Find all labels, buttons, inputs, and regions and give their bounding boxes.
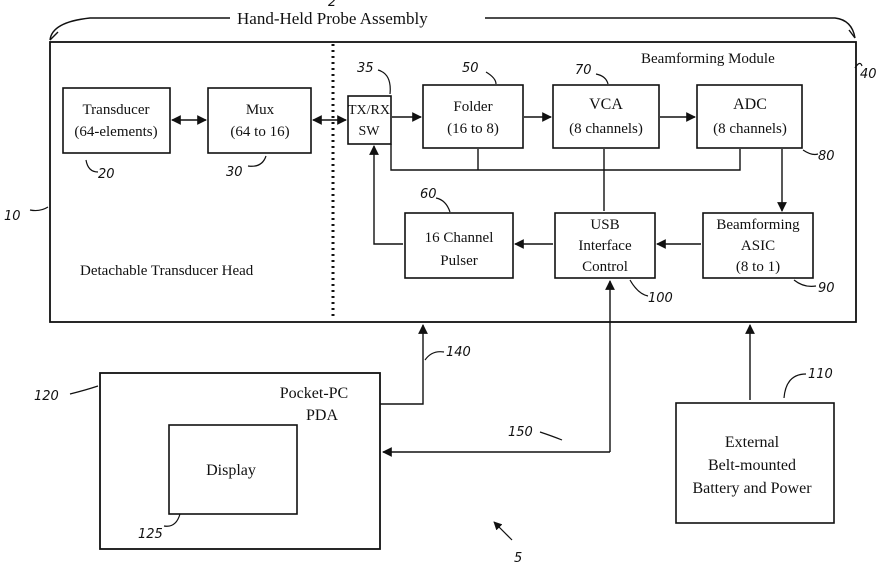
display-line1: Display xyxy=(206,462,256,479)
probe-assembly-frame xyxy=(50,42,856,322)
vca-line2: (8 channels) xyxy=(569,121,643,137)
vca-line1: VCA xyxy=(589,96,623,113)
mux-line2: (64 to 16) xyxy=(230,124,289,140)
adc-line2: (8 channels) xyxy=(713,121,787,137)
folder-line2: (16 to 8) xyxy=(447,121,499,137)
transducer-block: Transducer (64-elements) xyxy=(63,88,170,153)
vca-block: VCA (8 channels) xyxy=(553,85,659,148)
pda-probe-link xyxy=(380,325,423,404)
pulser-block: 16 Channel Pulser xyxy=(405,213,513,278)
folder-block: Folder (16 to 8) xyxy=(423,85,523,148)
mux-line1: Mux xyxy=(246,102,275,118)
ref-80: 80 xyxy=(818,149,835,164)
pulser-txrx-link xyxy=(374,146,403,244)
beamforming-asic-block: Beamforming ASIC (8 to 1) xyxy=(703,213,813,278)
ref-20: 20 xyxy=(98,167,115,182)
ref-140: 140 xyxy=(446,345,471,360)
ref-70: 70 xyxy=(575,63,592,78)
module-caption: Beamforming Module xyxy=(641,51,775,67)
pda-line2: PDA xyxy=(306,407,338,424)
ref-40: 40 xyxy=(860,67,877,82)
battery-line2: Belt-mounted xyxy=(708,457,796,474)
display-block: Display xyxy=(169,425,297,514)
ref-30: 30 xyxy=(226,165,243,180)
asic-line3: (8 to 1) xyxy=(736,259,780,275)
pulser-line2: Pulser xyxy=(440,253,478,269)
txrx-line2: SW xyxy=(359,124,381,139)
assembly-bracket xyxy=(50,18,855,40)
transducer-line1: Transducer xyxy=(83,102,150,118)
asic-line2: ASIC xyxy=(741,238,775,254)
usb-line3: Control xyxy=(582,259,628,275)
ref-50: 50 xyxy=(462,61,479,76)
pda-line1: Pocket-PC xyxy=(280,385,348,402)
ref-150: 150 xyxy=(508,425,533,440)
usb-line2: Interface xyxy=(578,238,632,254)
ref-90: 90 xyxy=(818,281,835,296)
ref-35: 35 xyxy=(357,61,374,76)
folder-line1: Folder xyxy=(453,99,492,115)
assembly-number: 2 xyxy=(328,0,336,10)
asic-line1: Beamforming xyxy=(716,217,800,233)
txrx-line1: TX/RX xyxy=(348,103,390,118)
ref-120: 120 xyxy=(34,389,59,404)
connections xyxy=(172,117,782,452)
adc-block: ADC (8 channels) xyxy=(697,85,802,148)
usb-line1: USB xyxy=(590,217,619,233)
battery-block: External Belt-mounted Battery and Power xyxy=(676,403,834,523)
ref-5: 5 xyxy=(514,551,522,566)
mux-block: Mux (64 to 16) xyxy=(208,88,311,153)
ref-110: 110 xyxy=(808,367,833,382)
ref-10: 10 xyxy=(4,209,21,224)
txrx-switch-block: TX/RX SW xyxy=(348,96,391,144)
usb-interface-block: USB Interface Control xyxy=(555,213,655,278)
adc-line1: ADC xyxy=(733,96,767,113)
transducer-line2: (64-elements) xyxy=(74,124,157,140)
ref-100: 100 xyxy=(648,291,673,306)
ref-60: 60 xyxy=(420,187,437,202)
battery-line3: Battery and Power xyxy=(692,480,812,497)
battery-line1: External xyxy=(725,434,780,451)
ref-125: 125 xyxy=(138,527,163,542)
pulser-line1: 16 Channel xyxy=(425,230,494,246)
assembly-title: Hand-Held Probe Assembly xyxy=(237,9,428,28)
head-caption: Detachable Transducer Head xyxy=(80,263,254,279)
